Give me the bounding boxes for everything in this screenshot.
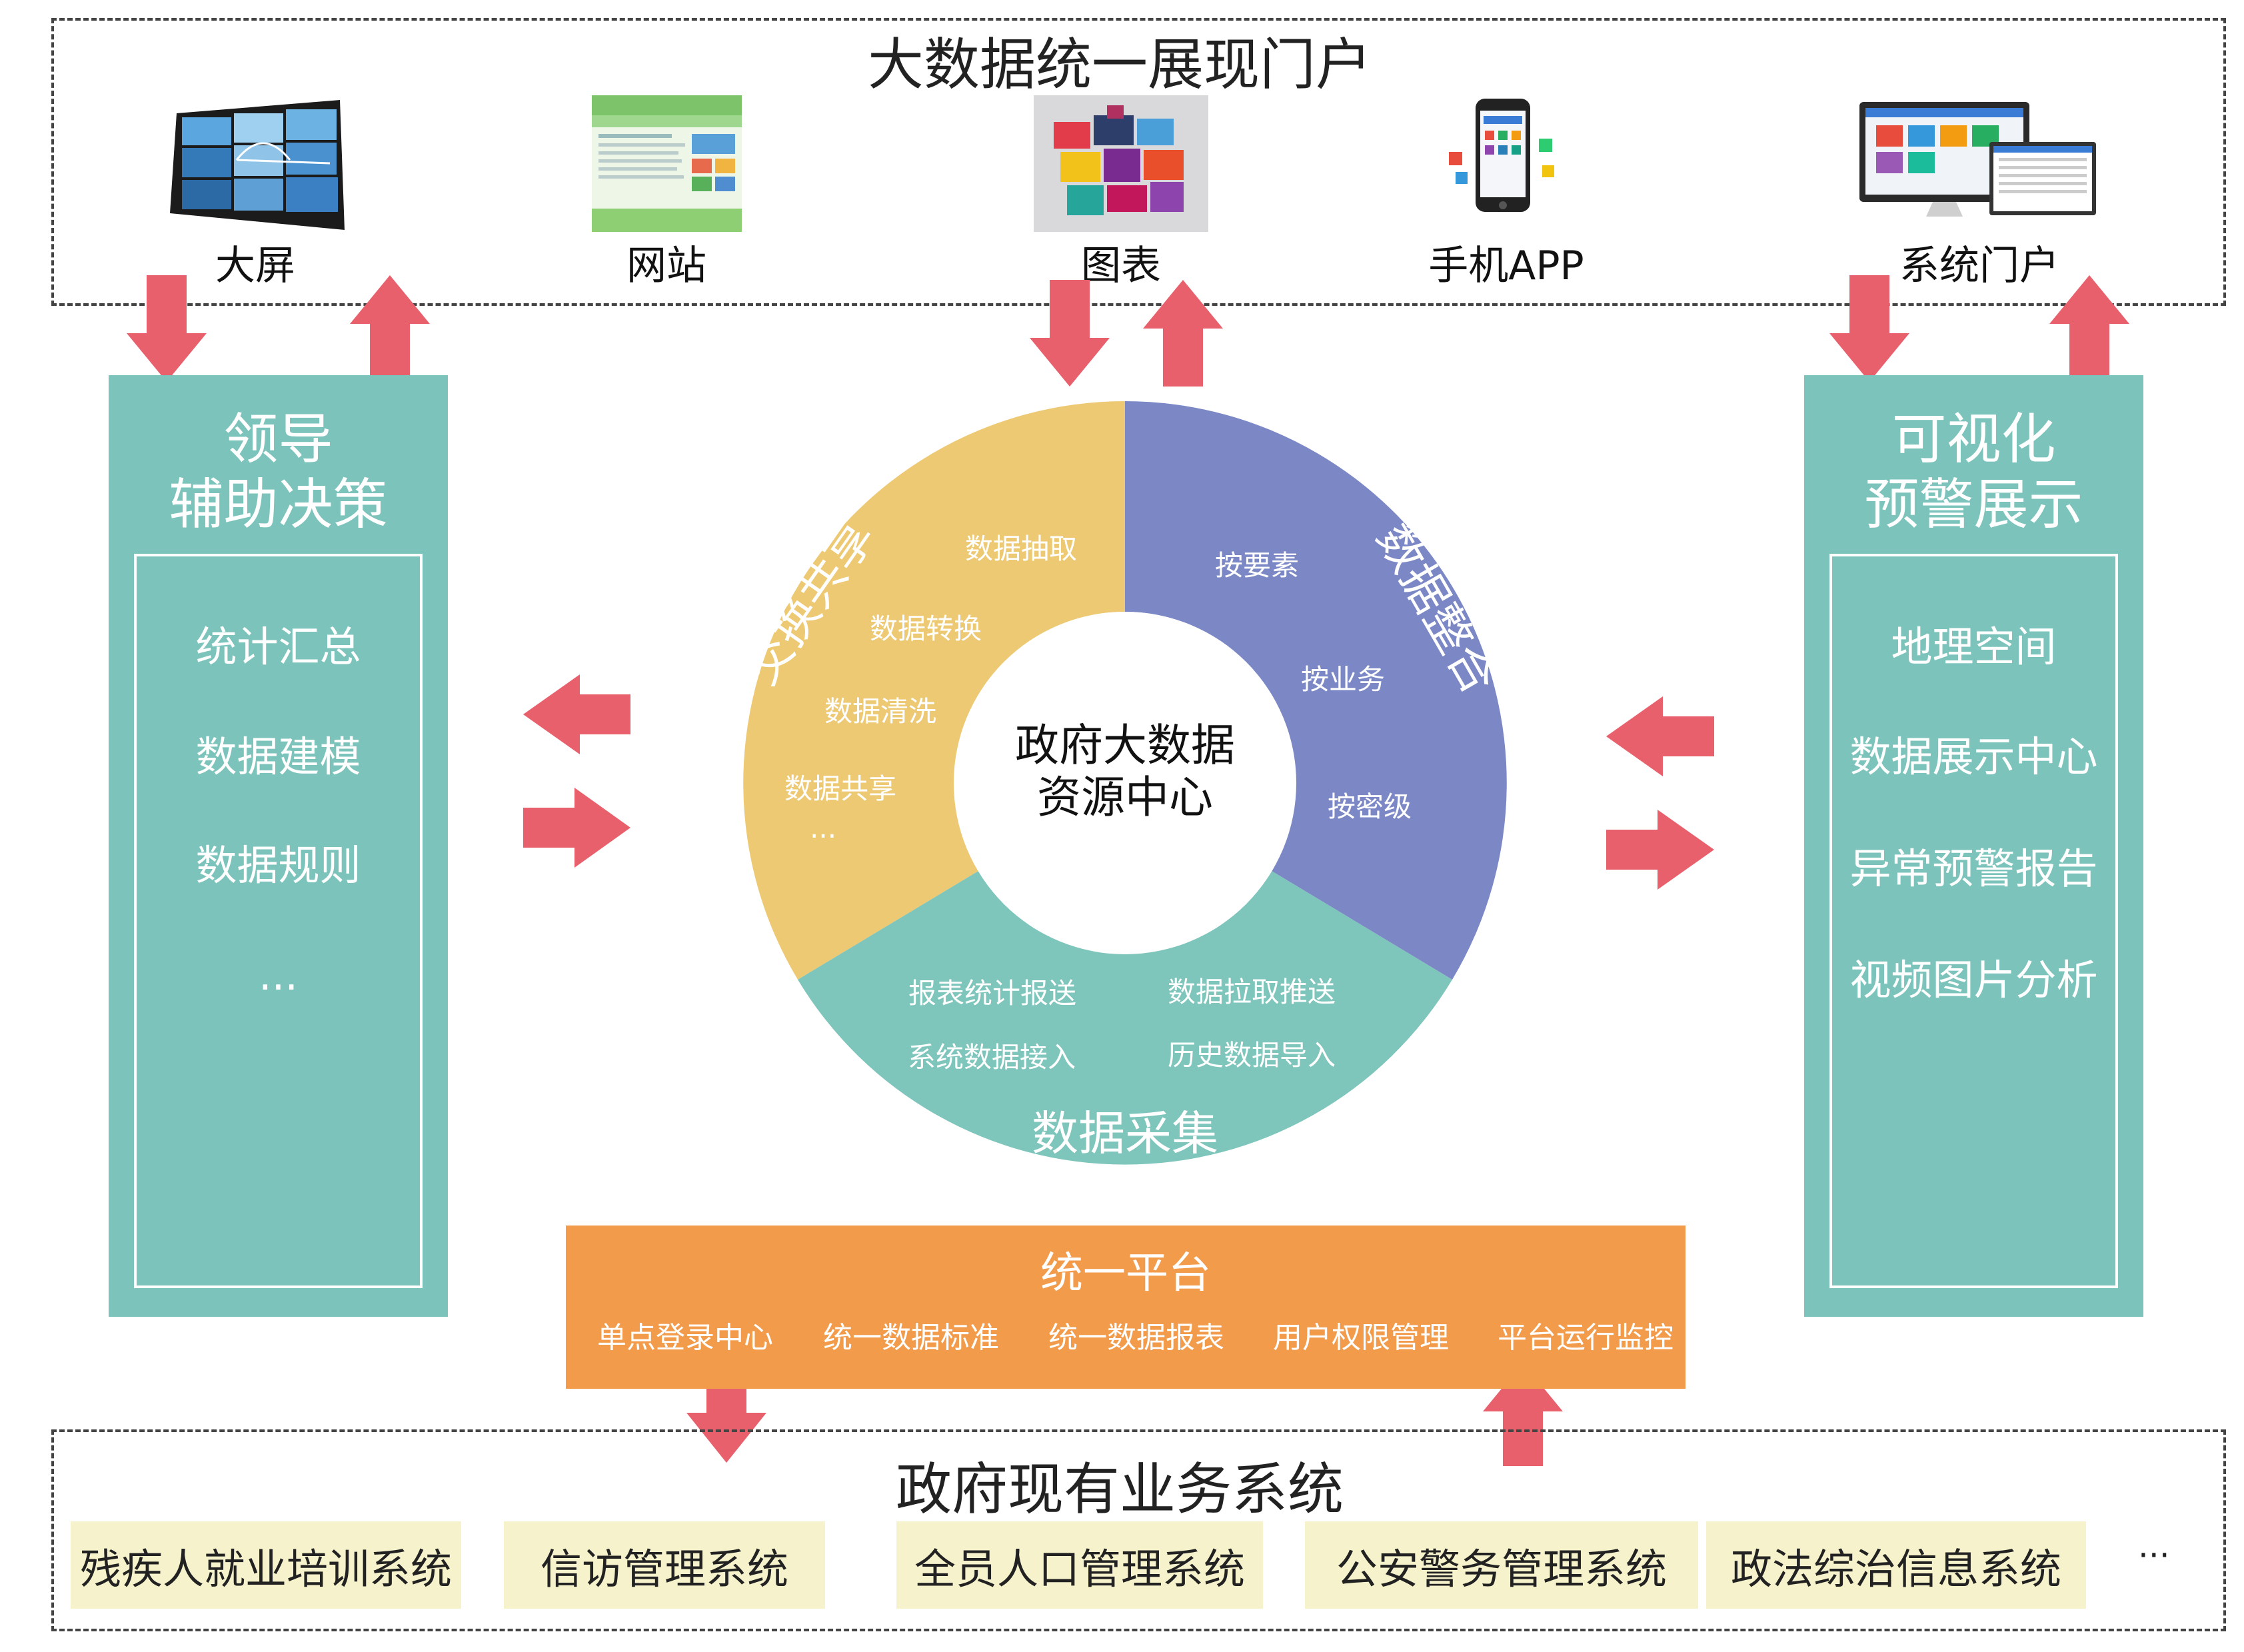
arrow-up-icon [1143,280,1223,387]
exchange-item[interactable]: 数据清洗 [824,695,937,728]
arrow-down-icon [1829,275,1909,382]
panel-item[interactable]: 统计汇总 [195,622,361,671]
portal-label-website[interactable]: 网站 [626,243,706,289]
business-frame [51,1429,2226,1631]
platform-item[interactable]: 统一数据标准 [823,1321,999,1355]
collection-item[interactable]: 报表统计报送 [908,977,1077,1010]
business-title: 政府现有业务系统 [895,1457,1344,1522]
arrow-down-icon [1030,280,1110,387]
center-title-line2: 资源中心 [1037,772,1213,823]
unified-platform: 统一平台 单点登录中心 统一数据标准 统一数据报表 用户权限管理 平台运行监控 [566,1226,1685,1389]
exchange-item[interactable]: 数据抽取 [965,532,1078,565]
integration-item[interactable]: 按业务 [1301,663,1386,696]
arrow-left-icon [523,674,630,754]
panel-item[interactable]: 地理空间 [1891,622,2057,671]
portal-label-mobile-app[interactable]: 手机APP [1428,243,1584,289]
exchange-sector [743,401,1125,980]
panel-title-line2: 辅助决策 [169,473,388,536]
center-title-line1: 政府大数据 [1015,720,1235,771]
panel-item[interactable]: 异常预警报告 [1849,844,2098,893]
platform-item[interactable]: 平台运行监控 [1498,1321,1674,1355]
panel-inner-frame: 地理空间 数据展示中心 异常预警报告 视频图片分析 [1829,554,2118,1288]
integration-sector [1125,401,1507,980]
platform-title: 统一平台 [1040,1249,1211,1298]
portal-label-charts[interactable]: 图表 [1081,243,1161,289]
panel-ellipsis: ··· [258,963,299,1012]
collection-sector [798,871,1452,1165]
arrow-up-icon [350,275,430,382]
portal-label-system-portal[interactable]: 系统门户 [1899,243,2059,289]
panel-title-line1: 可视化 [1891,408,2056,471]
business-system[interactable]: 全员人口管理系统 [896,1521,1263,1609]
business-more: ··· [2138,1536,2170,1575]
panel-item[interactable]: 视频图片分析 [1849,956,2098,1004]
platform-item[interactable]: 统一数据报表 [1048,1321,1224,1355]
desktop-portal-icon [1856,102,2098,222]
platform-item[interactable]: 单点登录中心 [597,1321,773,1355]
arrow-down-icon [127,275,207,382]
panel-inner-frame: 统计汇总 数据建模 数据规则 ··· [134,554,423,1288]
integration-item[interactable]: 按要素 [1215,549,1300,582]
collection-title: 数据采集 [1032,1106,1218,1161]
collection-item[interactable]: 历史数据导入 [1168,1039,1336,1072]
business-system[interactable]: 政法综治信息系统 [1706,1521,2086,1609]
platform-item[interactable]: 用户权限管理 [1273,1321,1449,1355]
portal-label-screen[interactable]: 大屏 [215,243,295,289]
visual-warning-panel: 可视化 预警展示 地理空间 数据展示中心 异常预警报告 视频图片分析 [1804,375,2143,1317]
business-system[interactable]: 残疾人就业培训系统 [71,1521,461,1609]
chart-cards-icon [1034,95,1208,232]
panel-item[interactable]: 数据展示中心 [1849,732,2098,781]
integration-item[interactable]: 按密级 [1328,790,1412,823]
arrow-right-icon [1606,810,1714,890]
exchange-item[interactable]: 数据共享 [784,772,897,805]
video-wall-icon [170,100,349,230]
arrow-up-icon [2049,275,2129,382]
arrow-right-icon [523,788,630,868]
portal-frame [51,18,2226,306]
leader-decision-panel: 领导 辅助决策 统计汇总 数据建模 数据规则 ··· [109,375,448,1317]
panel-item[interactable]: 数据建模 [195,732,361,781]
panel-item[interactable]: 数据规则 [195,841,361,890]
panel-title-line1: 领导 [223,408,333,471]
panel-title-line2: 预警展示 [1864,473,2083,536]
portal-title: 大数据统一展现门户 [867,32,1372,97]
mobile-app-icon [1442,99,1562,217]
website-icon [592,95,742,232]
business-system[interactable]: 信访管理系统 [504,1521,825,1609]
exchange-ellipsis: ··· [810,820,837,852]
exchange-item[interactable]: 数据转换 [870,612,982,645]
resource-center-donut [743,401,1507,1165]
business-system[interactable]: 公安警务管理系统 [1305,1521,1698,1609]
collection-item[interactable]: 数据拉取推送 [1168,976,1336,1008]
arrow-left-icon [1606,696,1714,776]
collection-item[interactable]: 系统数据接入 [908,1041,1076,1074]
center-title: 政府大数据 资源中心 [992,720,1258,824]
